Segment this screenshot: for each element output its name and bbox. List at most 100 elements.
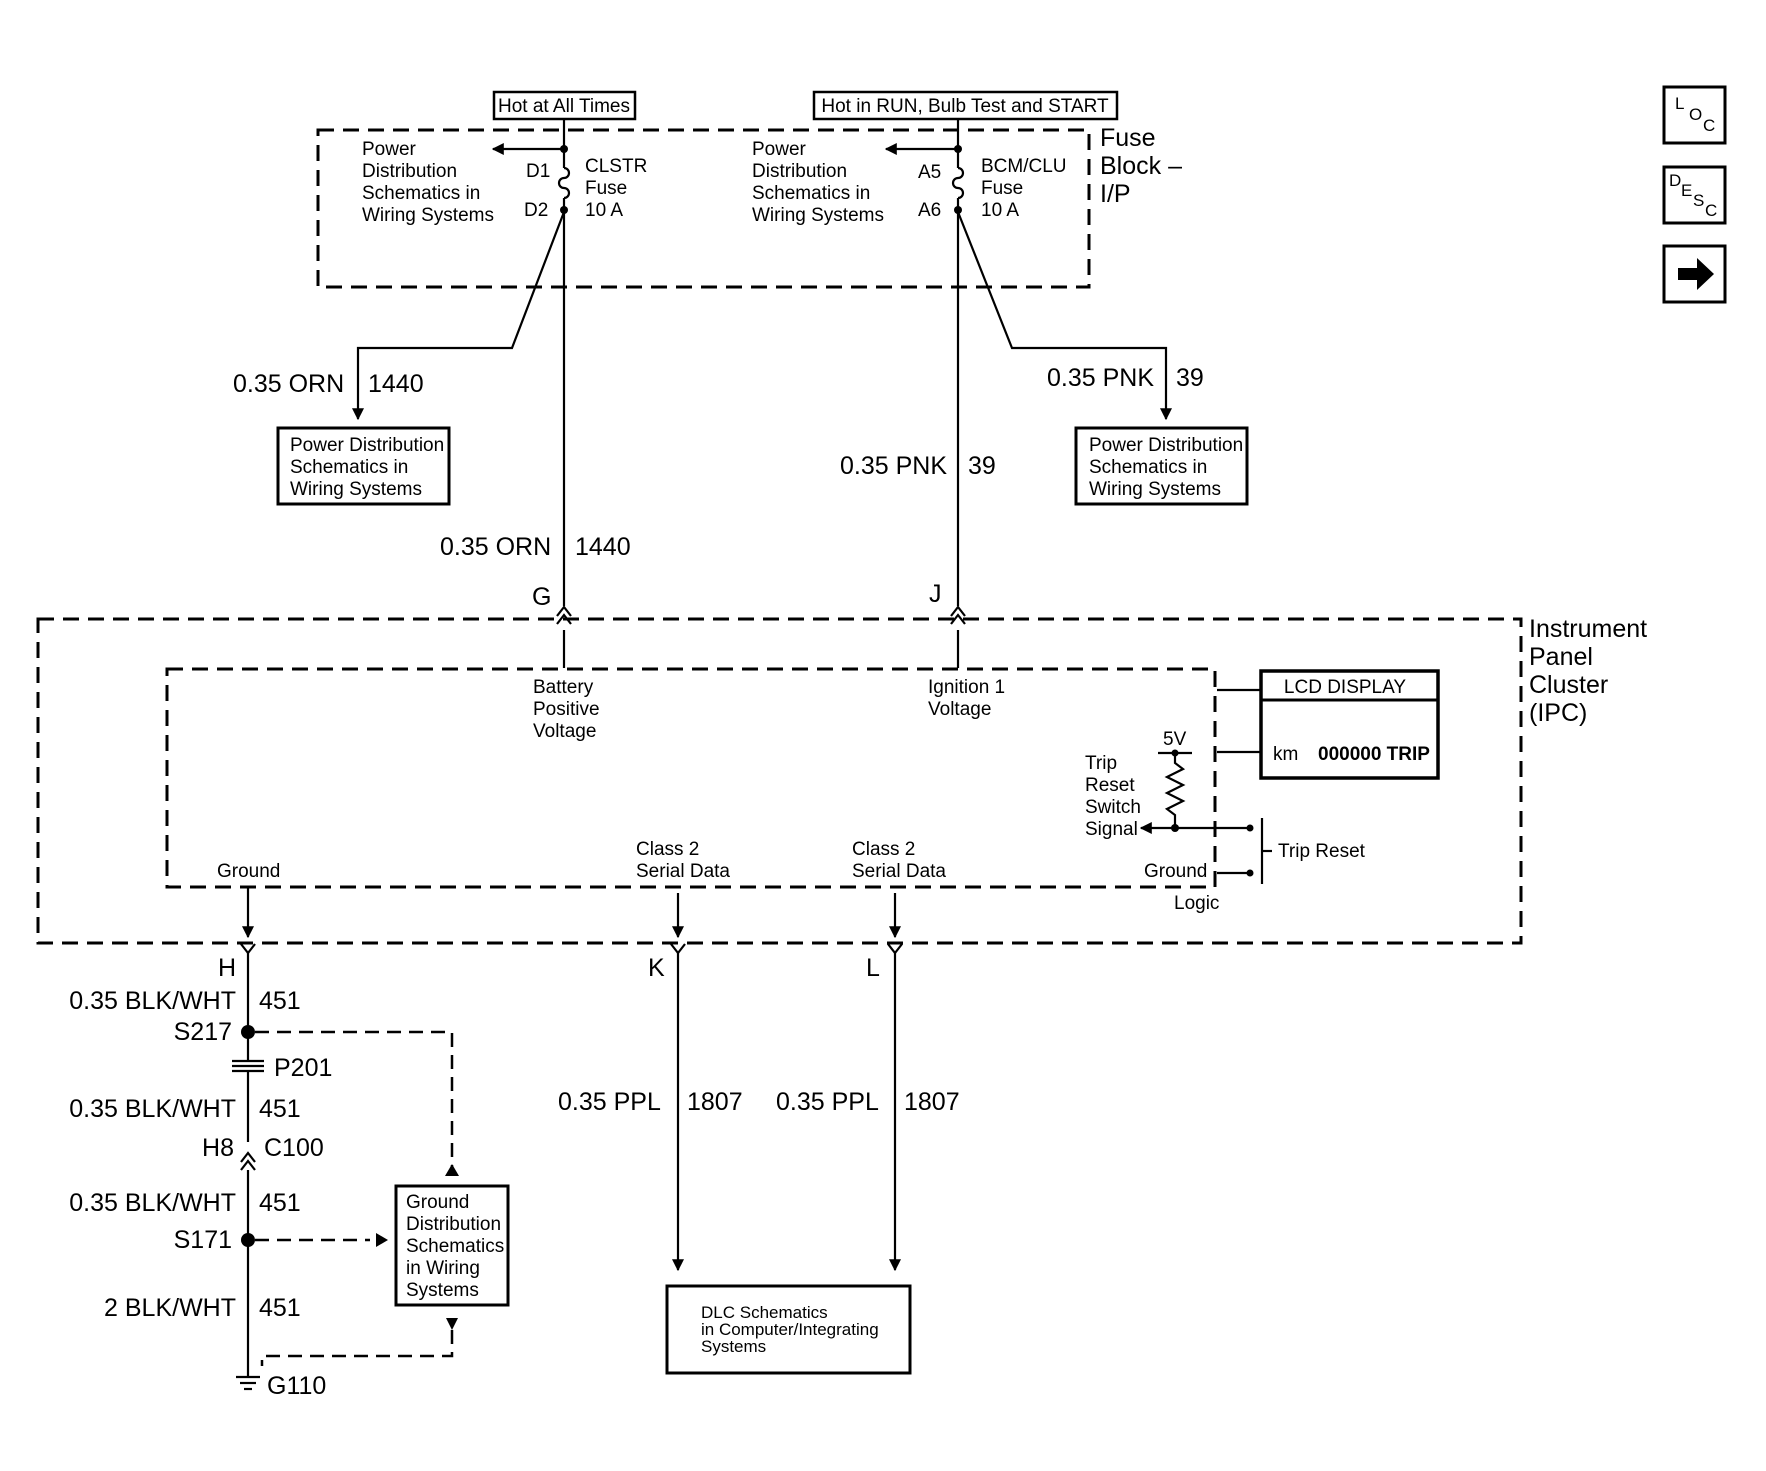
ppl-wire-1-size-label: 0.35 PPL [558,1088,661,1116]
svg-text:Reset: Reset [1085,775,1135,796]
svg-text:BCM/CLU: BCM/CLU [981,156,1067,177]
svg-text:Systems: Systems [701,1337,766,1356]
svg-text:Power: Power [752,139,807,160]
svg-text:Hot in RUN, Bulb Test and STAR: Hot in RUN, Bulb Test and START [821,96,1109,117]
ppl-wire-k [670,893,686,1272]
class2-label-a: Class 2 Serial Data [636,839,730,882]
ipc-label: Instrument Panel Cluster (IPC) [1529,615,1647,727]
svg-text:Serial Data: Serial Data [852,861,946,882]
fuse-block-outline [316,128,1091,289]
pnk-branch-wire [956,211,1172,421]
blk-wire-3-size-label: 0.35 BLK/WHT [69,1189,236,1217]
svg-text:J: J [929,580,942,608]
svg-text:Ground: Ground [1144,861,1207,882]
svg-text:Wiring Systems: Wiring Systems [290,479,422,500]
orn-main-size-label: 0.35 ORN [440,533,551,561]
blk-wire-4-circuit-label: 451 [259,1294,301,1322]
blk-wire-3-circuit-label: 451 [259,1189,301,1217]
svg-text:in Wiring: in Wiring [406,1258,480,1279]
svg-text:Distribution: Distribution [362,161,457,182]
pass-through-p201: P201 [232,1054,332,1082]
svg-text:Logic: Logic [1174,893,1219,914]
hot-in-run-label: Hot in RUN, Bulb Test and START [812,90,1119,121]
svg-text:Distribution: Distribution [406,1214,501,1235]
svg-text:Battery: Battery [533,677,594,698]
class2-label-b: Class 2 Serial Data [852,839,946,882]
right-arrow-icon [1678,258,1714,290]
ground-g110: G110 [236,1372,326,1400]
pd-text-right: Power Distribution Schematics in Wiring … [752,139,884,226]
pnk-branch-size-label: 0.35 PNK [1047,364,1154,392]
svg-text:Schematics in: Schematics in [362,183,480,204]
s217-arrow-icon [445,1164,459,1176]
desc-letter-c: C [1705,201,1717,220]
fuse-block-label: Fuse Block – I/P [1100,124,1182,208]
pin-a6: A6 [918,200,941,221]
connector-l: L [866,954,880,982]
svg-text:Ground: Ground [406,1192,469,1213]
svg-text:P201: P201 [274,1054,332,1082]
dlc-box: DLC Schematics in Computer/Integrating S… [665,1284,912,1375]
ipc-outline [36,617,1523,945]
svg-text:Wiring Systems: Wiring Systems [362,205,494,226]
pin-a5: A5 [918,162,941,183]
pnk-main-circuit-label: 39 [968,452,996,480]
svg-text:10 A: 10 A [981,200,1019,221]
connector-j: J [929,580,966,668]
desc-button[interactable]: D E S C [1662,165,1727,225]
svg-text:Power Distribution: Power Distribution [290,435,444,456]
desc-letter-d: D [1669,171,1681,190]
pnk-main-size-label: 0.35 PNK [840,452,947,480]
loc-letter-o: O [1689,105,1702,124]
svg-text:Block –: Block – [1100,152,1182,180]
loc-button[interactable]: L O C [1662,85,1727,145]
orn-branch-wire [352,211,566,421]
connector-h: H [218,954,236,982]
next-page-button[interactable] [1662,244,1727,304]
ppl-wire-2-size-label: 0.35 PPL [776,1088,879,1116]
s171-arrow-icon [376,1233,388,1247]
svg-text:Wiring Systems: Wiring Systems [752,205,884,226]
blk-wire-1-size-label: 0.35 BLK/WHT [69,987,236,1015]
svg-text:G: G [532,583,551,611]
svg-text:I/P: I/P [1100,180,1131,208]
ground-wire [240,887,256,1377]
svg-text:Instrument: Instrument [1529,615,1647,643]
svg-text:Power Distribution: Power Distribution [1089,435,1243,456]
ignition-voltage-label: Ignition 1 Voltage [928,677,1005,720]
svg-text:Fuse: Fuse [1100,124,1156,152]
ground-box: Ground Distribution Schematics in Wiring… [394,1184,510,1307]
ppl-wire-l [887,893,903,1272]
svg-text:Schematics in: Schematics in [290,457,408,478]
ground-label: Ground [217,861,280,882]
pnk-branch-circuit-label: 39 [1176,364,1204,392]
svg-text:LCD DISPLAY: LCD DISPLAY [1284,677,1406,698]
svg-text:Schematics: Schematics [406,1236,504,1257]
svg-text:10 A: 10 A [585,200,623,221]
connector-c100: C100 [264,1134,324,1162]
svg-text:km: km [1273,744,1298,765]
pd-text-left: Power Distribution Schematics in Wiring … [362,139,494,226]
svg-text:Signal: Signal [1085,819,1138,840]
blk-wire-2-size-label: 0.35 BLK/WHT [69,1095,236,1123]
svg-text:Switch: Switch [1085,797,1141,818]
pin-d1: D1 [526,161,550,182]
loc-letter-c: C [1703,116,1715,135]
blk-wire-2-circuit-label: 451 [259,1095,301,1123]
lcd-display: LCD DISPLAY km 000000 TRIP [1217,669,1440,780]
splice-s217: S217 [174,1018,255,1046]
blk-wire-1-circuit-label: 451 [259,987,301,1015]
svg-text:000000 TRIP: 000000 TRIP [1318,744,1430,765]
svg-text:Hot at All Times: Hot at All Times [498,96,630,117]
ppl-wire-1-circuit-label: 1807 [687,1088,743,1116]
svg-text:S171: S171 [174,1226,232,1254]
svg-text:Voltage: Voltage [533,721,596,742]
svg-text:CLSTR: CLSTR [585,156,647,177]
svg-text:5V: 5V [1163,729,1187,750]
orn-branch-size-label: 0.35 ORN [233,370,344,398]
svg-text:in Computer/Integrating: in Computer/Integrating [701,1320,879,1339]
svg-text:Voltage: Voltage [928,699,991,720]
svg-text:Class 2: Class 2 [636,839,699,860]
